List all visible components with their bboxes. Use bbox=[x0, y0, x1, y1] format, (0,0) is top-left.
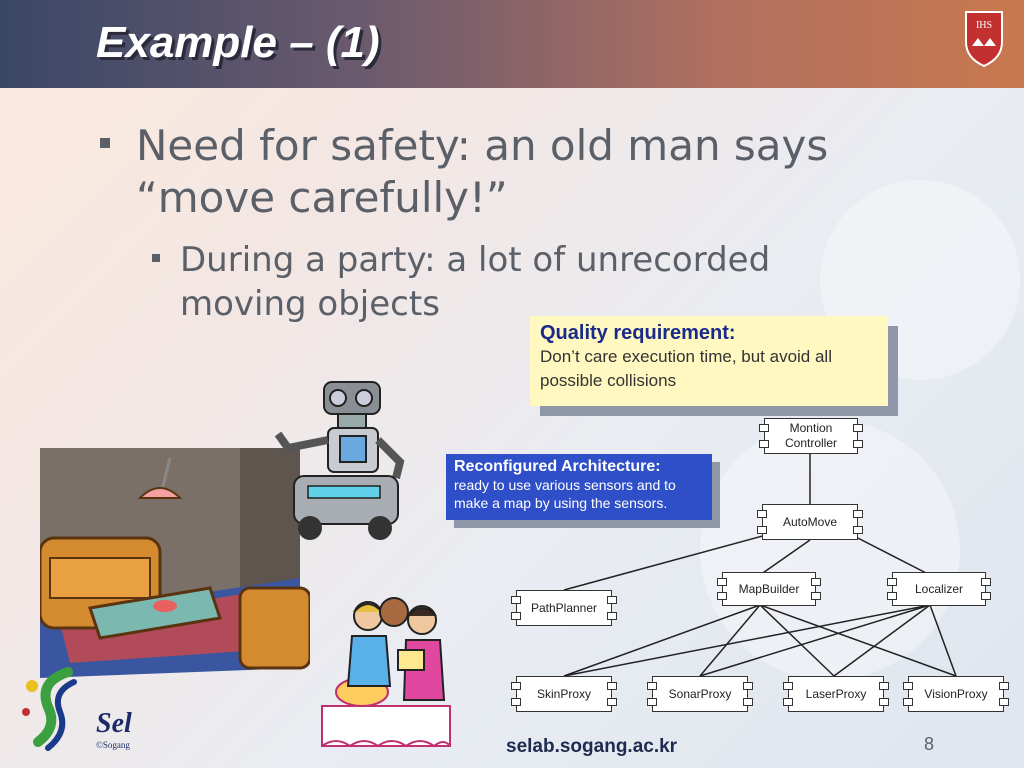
component-automove: AutoMove bbox=[757, 504, 863, 540]
port-icon bbox=[903, 682, 913, 690]
component-skinproxy: SkinProxy bbox=[511, 676, 617, 712]
port-icon bbox=[853, 526, 863, 534]
port-icon bbox=[511, 682, 521, 690]
bullet-square-icon bbox=[152, 254, 160, 262]
diagram-connectors bbox=[563, 454, 957, 677]
port-icon bbox=[647, 698, 657, 706]
port-icon bbox=[717, 592, 727, 600]
port-icon bbox=[999, 682, 1009, 690]
bullet-text: During a party: a lot of unrecorded movi… bbox=[180, 240, 771, 324]
port-icon bbox=[759, 424, 769, 432]
robot-illustration bbox=[274, 381, 405, 540]
component-label: AutoMove bbox=[782, 514, 838, 529]
component-label: PathPlanner bbox=[530, 600, 598, 615]
sel-logo-icon bbox=[22, 667, 77, 751]
port-icon bbox=[511, 612, 521, 620]
living-room-illustration bbox=[40, 448, 310, 678]
port-icon bbox=[743, 682, 753, 690]
port-icon bbox=[607, 596, 617, 604]
component-label: MapBuilder bbox=[738, 581, 800, 596]
component-label: Montion Controller bbox=[784, 421, 838, 450]
slide-title: Example – (1) bbox=[96, 18, 380, 67]
port-icon bbox=[853, 440, 863, 448]
port-icon bbox=[783, 682, 793, 690]
port-icon bbox=[879, 682, 889, 690]
port-icon bbox=[757, 526, 767, 534]
port-icon bbox=[607, 682, 617, 690]
component-visionproxy: VisionProxy bbox=[903, 676, 1009, 712]
party-people-illustration bbox=[321, 597, 451, 748]
callout-heading: Quality requirement: bbox=[540, 322, 736, 344]
component-motion-controller: Montion Controller bbox=[759, 418, 863, 454]
component-laserproxy: LaserProxy bbox=[783, 676, 889, 712]
quality-requirement-box: Quality requirement: Don’t care executio… bbox=[530, 316, 888, 406]
port-icon bbox=[647, 682, 657, 690]
port-icon bbox=[811, 592, 821, 600]
callout-heading: Reconfigured Architecture: bbox=[454, 458, 661, 475]
port-icon bbox=[903, 698, 913, 706]
shield-badge-text: IHS bbox=[976, 20, 992, 31]
bullet-square-icon bbox=[100, 138, 110, 148]
title-bar: Example – (1) IHS bbox=[0, 0, 1024, 88]
port-icon bbox=[759, 440, 769, 448]
port-icon bbox=[811, 578, 821, 586]
logo-text: Sel bbox=[96, 708, 132, 739]
background-decoration bbox=[700, 420, 960, 680]
port-icon bbox=[879, 698, 889, 706]
port-icon bbox=[511, 698, 521, 706]
component-label: SkinProxy bbox=[536, 686, 592, 701]
port-icon bbox=[717, 578, 727, 586]
component-label: Localizer bbox=[914, 581, 964, 596]
port-icon bbox=[743, 698, 753, 706]
component-sonarproxy: SonarProxy bbox=[647, 676, 753, 712]
port-icon bbox=[999, 698, 1009, 706]
page-number: 8 bbox=[924, 734, 935, 754]
port-icon bbox=[511, 596, 521, 604]
component-pathplanner: PathPlanner bbox=[511, 590, 617, 626]
component-localizer: Localizer bbox=[887, 572, 991, 606]
port-icon bbox=[853, 424, 863, 432]
port-icon bbox=[607, 612, 617, 620]
port-icon bbox=[981, 578, 991, 586]
callout-body: ready to use various sensors and to make… bbox=[454, 477, 676, 511]
port-icon bbox=[757, 510, 767, 518]
port-icon bbox=[607, 698, 617, 706]
port-icon bbox=[887, 578, 897, 586]
component-label: SonarProxy bbox=[668, 686, 732, 701]
bullet-level-2: During a party: a lot of unrecorded movi… bbox=[152, 238, 872, 326]
footer-url: selab.sogang.ac.kr bbox=[506, 736, 678, 757]
port-icon bbox=[981, 592, 991, 600]
reconfigured-architecture-box: Reconfigured Architecture: ready to use … bbox=[446, 454, 712, 520]
component-diagram: Montion Controller AutoMove PathPlanner … bbox=[500, 400, 1024, 730]
logo-subtext: ©Sogang bbox=[96, 740, 130, 750]
shield-logo-icon: IHS bbox=[965, 11, 1003, 68]
bullet-text: Need for safety: an old man says “move c… bbox=[136, 121, 829, 222]
bullet-level-1: Need for safety: an old man says “move c… bbox=[100, 120, 920, 224]
component-mapbuilder: MapBuilder bbox=[717, 572, 821, 606]
callout-body: Don’t care execution time, but avoid all… bbox=[540, 347, 832, 390]
component-label: LaserProxy bbox=[805, 686, 867, 701]
component-label: VisionProxy bbox=[924, 686, 988, 701]
port-icon bbox=[783, 698, 793, 706]
port-icon bbox=[887, 592, 897, 600]
port-icon bbox=[853, 510, 863, 518]
